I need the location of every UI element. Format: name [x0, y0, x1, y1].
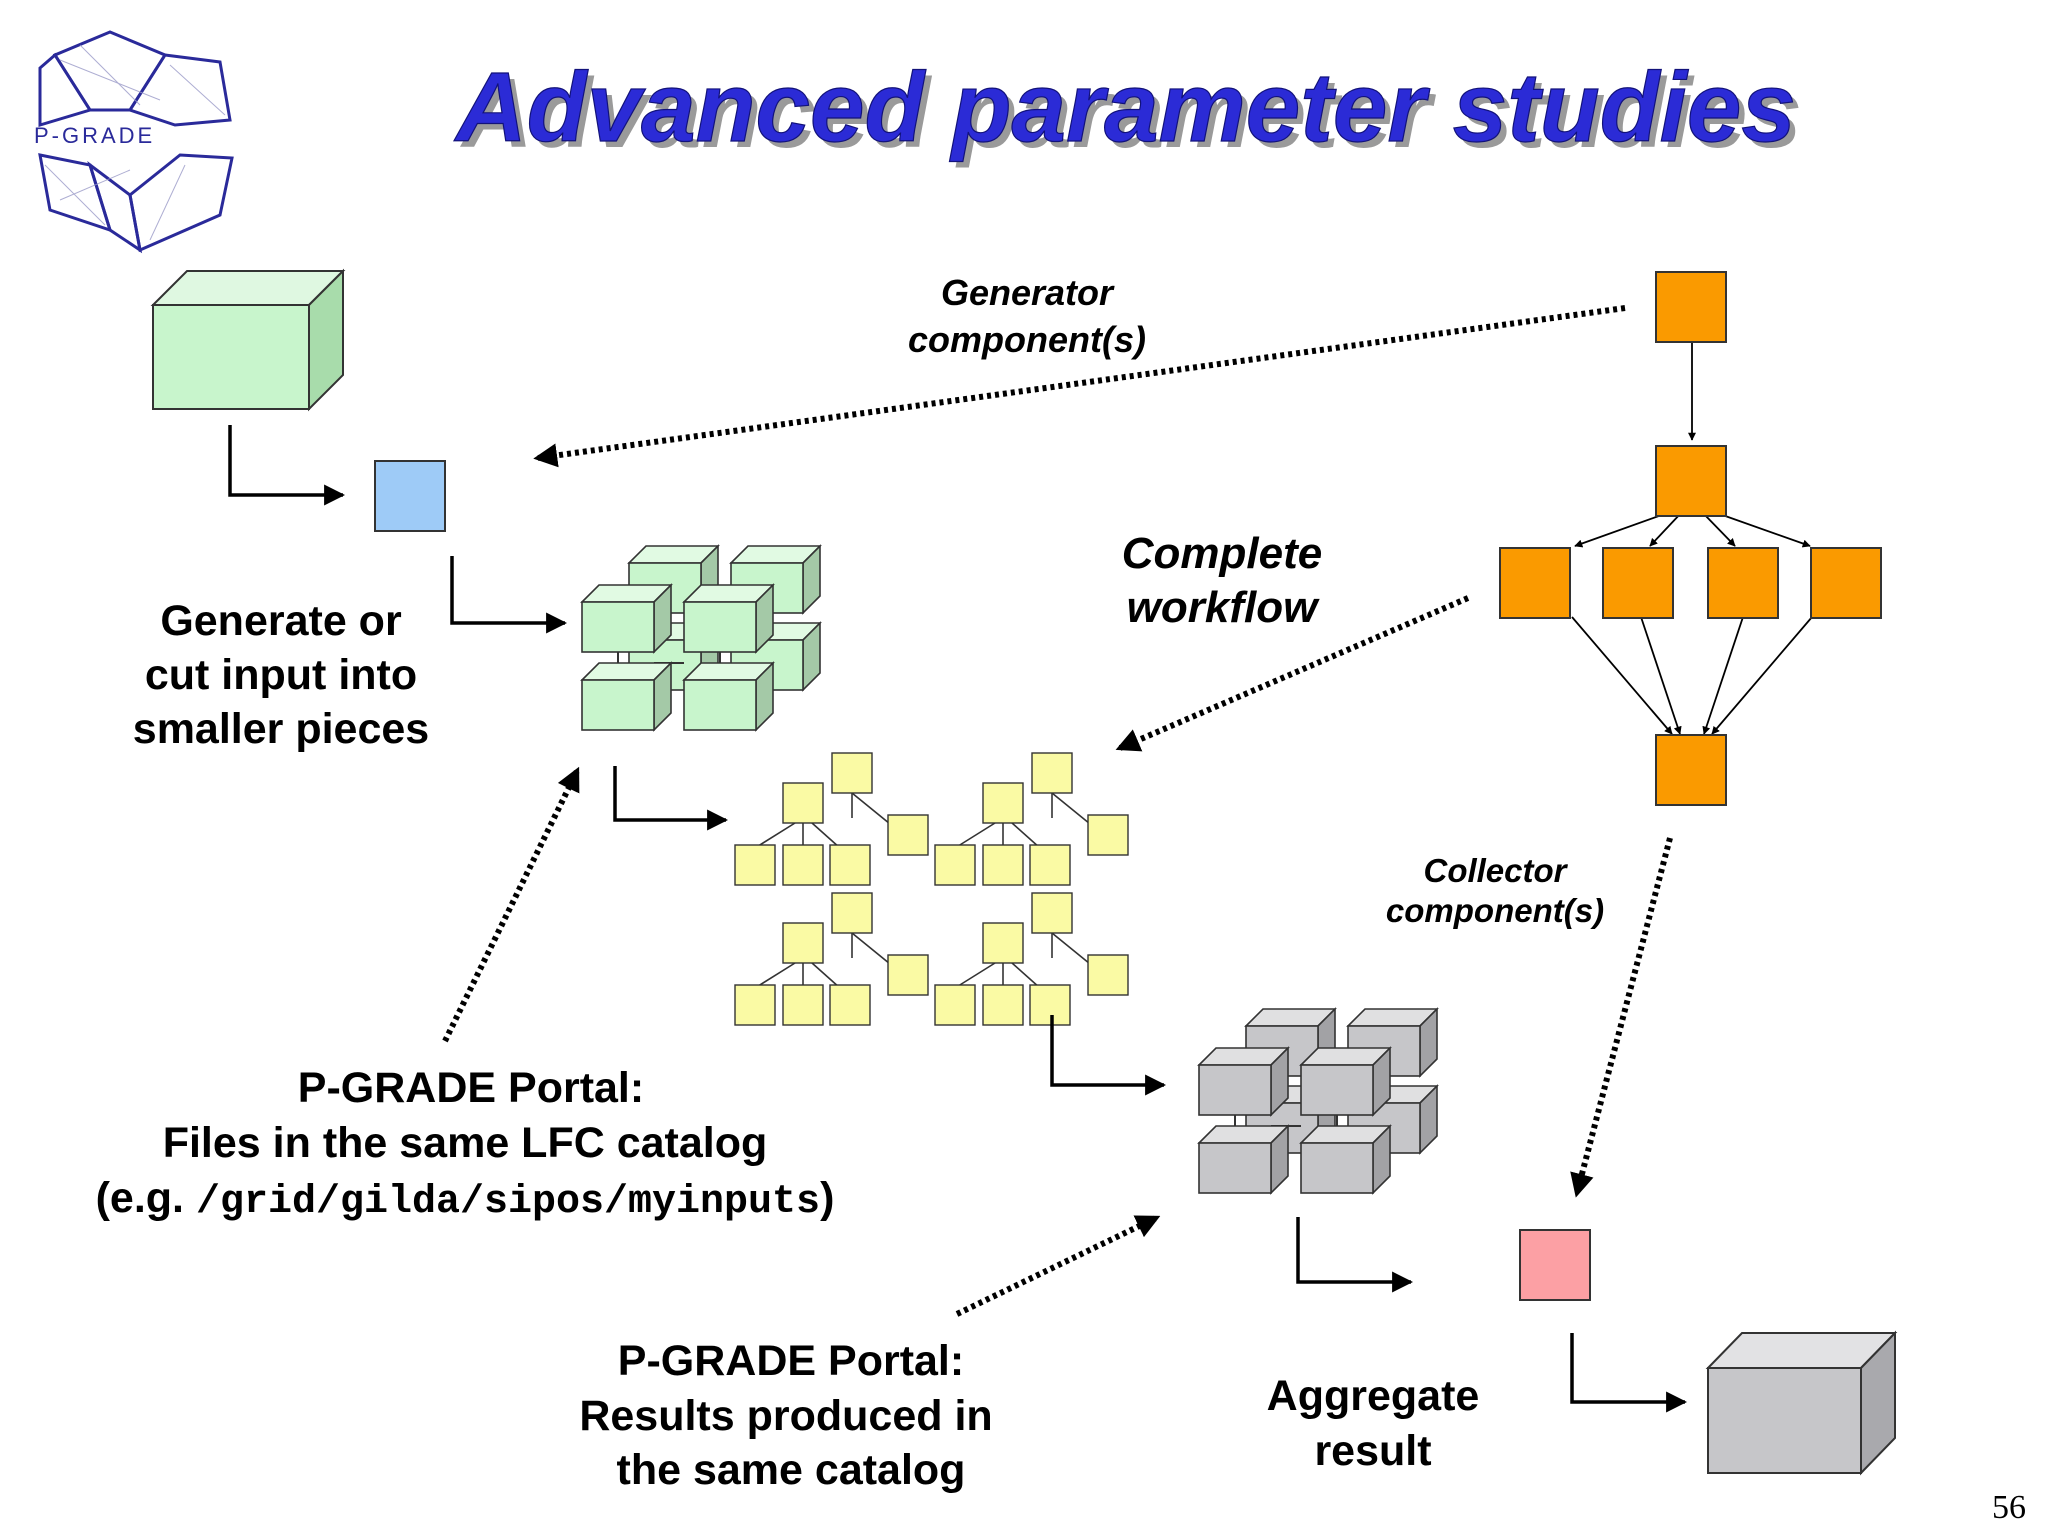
svg-text:P-GRADE Portal:: P-GRADE Portal:: [298, 1064, 644, 1112]
portal-files-path-line: (e.g. /grid/gilda/sipos/myinputs): [96, 1174, 835, 1225]
portal-files-label: P-GRADE Portal: Files in the same LFC ca…: [96, 1064, 835, 1225]
step-arrow-1: [228, 425, 346, 506]
svg-text:the same catalog: the same catalog: [617, 1446, 966, 1494]
input-catalog-pointer: [442, 766, 580, 1043]
step-arrow-6: [1570, 1333, 1688, 1413]
generator-box: [374, 460, 446, 532]
portal-results-label: P-GRADE Portal: Results produced in the …: [579, 1337, 992, 1494]
svg-text:Results produced in: Results produced in: [579, 1392, 992, 1440]
svg-text:result: result: [1314, 1427, 1431, 1475]
title-shadow: Advanced parameter studies: [459, 58, 1802, 168]
result-catalog-pointer: [955, 1215, 1161, 1317]
page-number: 56: [1992, 1489, 2026, 1526]
result-piece-cube: [1299, 1046, 1392, 1117]
step-arrow-3: [613, 766, 729, 831]
workflow-node: [1810, 547, 1882, 619]
svg-text:component(s): component(s): [908, 319, 1146, 360]
instance-node: [1087, 954, 1129, 996]
svg-text:P-GRADE Portal:: P-GRADE Portal:: [618, 1337, 964, 1385]
p-grade-logo: P-GRADE: [34, 30, 234, 254]
svg-text:Generate or: Generate or: [160, 597, 402, 645]
workflow-node: [1602, 547, 1674, 619]
page-title: Advanced parameter studies: [453, 52, 1796, 162]
workflow-instances: [734, 752, 1129, 1026]
instance-node: [887, 814, 929, 856]
instance-node: [982, 782, 1024, 824]
input-piece-cube: [682, 661, 775, 732]
instance-node: [934, 984, 976, 1026]
instance-node: [1031, 892, 1073, 934]
input-piece-cube: [580, 583, 673, 654]
instance-node: [734, 844, 776, 886]
input-data-cube: [150, 268, 346, 412]
svg-text:component(s): component(s): [1386, 892, 1604, 929]
instance-node: [831, 752, 873, 794]
svg-text:Generator: Generator: [941, 272, 1115, 313]
result-piece-cube: [1197, 1124, 1290, 1195]
instance-node: [782, 984, 824, 1026]
input-piece-cube: [682, 583, 775, 654]
instance-node: [782, 922, 824, 964]
complete-workflow-graph: [1499, 271, 1882, 806]
step-arrow-5: [1296, 1217, 1414, 1293]
results-cluster: [1197, 1007, 1439, 1195]
instance-node: [831, 892, 873, 934]
result-piece-cube: [1197, 1046, 1290, 1117]
workflow-node: [1499, 547, 1571, 619]
workflow-collector-node: [1655, 734, 1727, 806]
svg-text:workflow: workflow: [1127, 583, 1320, 632]
workflow-generator-node: [1655, 271, 1727, 343]
collector-box: [1519, 1229, 1591, 1301]
logo-text: P-GRADE: [34, 123, 155, 148]
svg-text:smaller pieces: smaller pieces: [133, 705, 429, 753]
instance-node: [782, 844, 824, 886]
input-pieces-cluster: [580, 544, 822, 732]
instance-node: [1029, 844, 1071, 886]
instance-node: [1031, 752, 1073, 794]
collector-pointer: [1570, 837, 1673, 1198]
input-piece-cube: [580, 661, 673, 732]
workflow-node: [1655, 445, 1727, 517]
generator-label: Generator component(s): [908, 272, 1146, 360]
generate-cut-label: Generate or cut input into smaller piece…: [133, 597, 429, 753]
svg-text:cut input into: cut input into: [145, 651, 417, 699]
instance-node: [1087, 814, 1129, 856]
instance-node: [887, 954, 929, 996]
instance-node: [982, 922, 1024, 964]
instance-node: [829, 984, 871, 1026]
instance-node: [829, 844, 871, 886]
step-arrow-4: [1050, 1015, 1167, 1096]
instance-node: [934, 844, 976, 886]
svg-text:Aggregate: Aggregate: [1267, 1372, 1480, 1420]
instance-node: [982, 984, 1024, 1026]
svg-text:Collector: Collector: [1423, 852, 1568, 889]
generator-pointer: [533, 305, 1626, 468]
aggregate-result-cube: [1705, 1330, 1898, 1476]
collector-label: Collector component(s): [1386, 852, 1604, 929]
workflow-node: [1707, 547, 1779, 619]
instance-node: [782, 782, 824, 824]
svg-text:Complete: Complete: [1122, 529, 1322, 578]
svg-text:Files in the same LFC catalog: Files in the same LFC catalog: [163, 1119, 768, 1167]
result-piece-cube: [1299, 1124, 1392, 1195]
instance-node: [982, 844, 1024, 886]
aggregate-label: Aggregate result: [1267, 1372, 1480, 1475]
instance-node: [734, 984, 776, 1026]
step-arrow-2: [450, 556, 568, 634]
instance-node: [1029, 984, 1071, 1026]
complete-workflow-label: Complete workflow: [1122, 529, 1322, 632]
workflow-pointer: [1115, 595, 1470, 752]
